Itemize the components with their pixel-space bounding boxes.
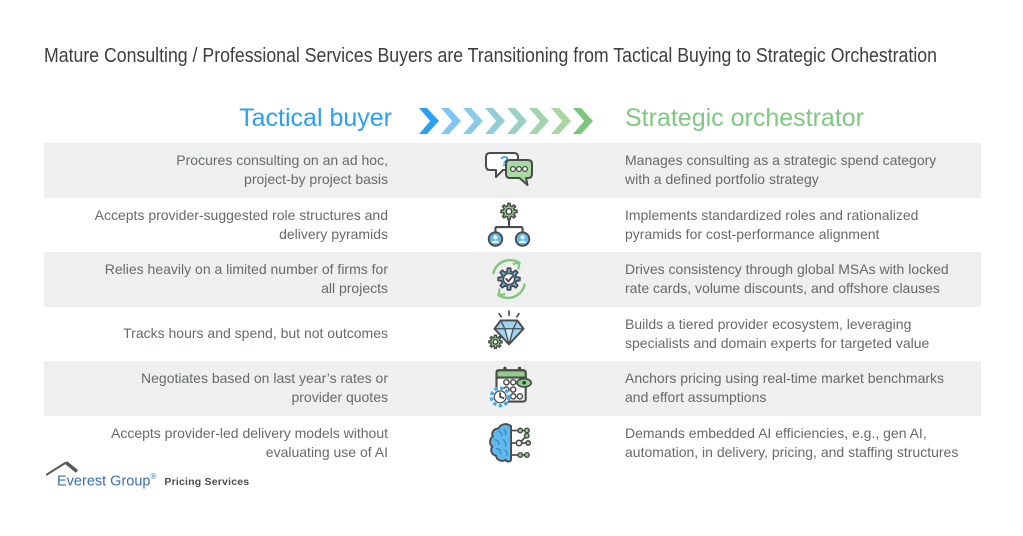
tactical-cell: Tracks hours and spend, but not outcomes	[123, 325, 388, 342]
svg-text:?: ?	[500, 153, 509, 170]
table-row: Accepts provider-suggested role structur…	[44, 198, 981, 253]
chevron-arrow-icon	[463, 108, 483, 134]
registered-mark: ®	[150, 472, 157, 481]
brand-name: Everest Group	[57, 473, 151, 490]
chevron-arrow-icon	[419, 108, 439, 134]
strategic-orchestrator-header: Strategic orchestrator	[625, 104, 864, 132]
chevron-arrow-icon	[485, 108, 505, 134]
strategic-cell: Drives consistency through global MSAs w…	[625, 261, 949, 297]
chevron-arrow-icon	[551, 108, 571, 134]
tactical-buyer-header: Tactical buyer	[239, 104, 392, 132]
gear-renewal-cycle-icon	[491, 259, 526, 300]
org-structure-gear-icon	[487, 202, 530, 247]
comparison-table: Procures consulting on an ad hoc, projec…	[44, 143, 981, 470]
calendar-clock-benchmark-icon	[489, 366, 532, 408]
tactical-cell: Procures consulting on an ad hoc, projec…	[176, 152, 388, 188]
table-row: Tracks hours and spend, but not outcomes…	[44, 307, 981, 362]
chevron-arrow-icon	[507, 108, 527, 134]
strategic-cell: Manages consulting as a strategic spend …	[625, 152, 937, 188]
chevron-arrow-icon	[529, 108, 549, 134]
chevron-arrow-icon	[441, 108, 461, 134]
transition-chevrons-icon	[419, 108, 593, 134]
strategic-cell: Demands embedded AI efficiencies, e.g., …	[625, 424, 959, 460]
table-row: Accepts provider-led delivery models wit…	[44, 416, 981, 471]
table-row: Negotiates based on last year’s rates or…	[44, 361, 981, 416]
table-row: Procures consulting on an ad hoc, projec…	[44, 143, 981, 198]
tactical-cell: Accepts provider-led delivery models wit…	[110, 424, 388, 460]
tactical-cell: Accepts provider-suggested role structur…	[94, 206, 388, 242]
chevron-arrow-icon	[573, 108, 593, 134]
ai-brain-circuit-icon	[488, 422, 531, 463]
page-title: Mature Consulting / Professional Service…	[44, 45, 937, 67]
diamond-gear-value-icon	[487, 310, 525, 349]
tactical-cell: Negotiates based on last year’s rates or…	[141, 370, 388, 406]
strategic-cell: Anchors pricing using real-time market b…	[625, 370, 945, 406]
strategic-cell: Builds a tiered provider ecosystem, leve…	[625, 315, 930, 351]
mountain-peak-icon	[46, 461, 79, 476]
tactical-cell: Relies heavily on a limited number of fi…	[104, 261, 388, 297]
chat-bubbles-icon: ?	[484, 152, 533, 187]
brand-tagline: Pricing Services	[164, 476, 250, 489]
table-row: Relies heavily on a limited number of fi…	[44, 252, 981, 307]
strategic-cell: Implements standardized roles and ration…	[625, 206, 919, 242]
